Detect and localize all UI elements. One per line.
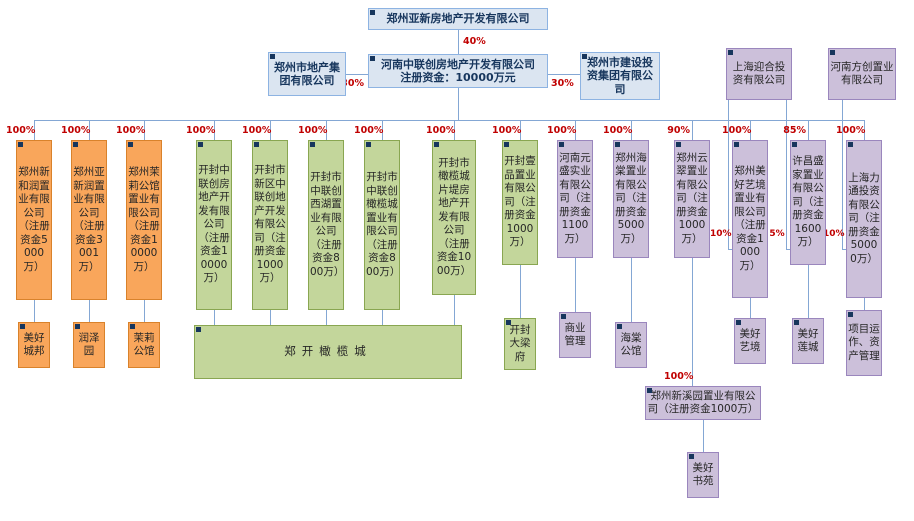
connector [326, 120, 327, 140]
connector [548, 74, 580, 75]
subsidiary-node[interactable]: 河南元盛实业有限公司（注册资金1100万） [557, 140, 593, 258]
stake-label: 100% [116, 125, 146, 136]
connector [808, 265, 809, 318]
stake-label: 10% [710, 229, 732, 239]
project-node[interactable]: 美好城邦 [18, 322, 50, 368]
company-name: 河南中联创房地产开发有限公司 [381, 57, 535, 71]
project-node[interactable]: 项目运作、资产管理 [846, 310, 882, 376]
registered-capital: 注册资金：10000万元 [400, 71, 516, 84]
connector [89, 120, 90, 140]
project-node[interactable]: 开封大梁府 [504, 318, 536, 370]
stake-label: 30% [341, 78, 364, 89]
connector [631, 258, 632, 322]
subsidiary-node[interactable]: 郑州云翠置业有限公司（注册资金1000万） [674, 140, 710, 258]
subsidiary-node[interactable]: 开封市中联创橄榄城置业有限公司（注册资金800万） [364, 140, 400, 310]
stake-label: 100% [603, 125, 633, 136]
connector [842, 100, 843, 250]
connector [703, 420, 704, 452]
stake-label: 100% [426, 125, 456, 136]
shareholder-right-node[interactable]: 郑州市建设投资集团有限公司 [580, 52, 660, 100]
connector [520, 120, 521, 140]
main-company-node[interactable]: 河南中联创房地产开发有限公司 注册资金：10000万元 [368, 54, 548, 88]
stake-label: 100% [61, 125, 91, 136]
stake-label: 100% [836, 125, 866, 136]
connector [458, 88, 459, 120]
connector [454, 120, 455, 140]
stake-label: 100% [547, 125, 577, 136]
stake-label: 100% [722, 125, 752, 136]
project-node[interactable]: 美好莲城 [792, 318, 824, 364]
subsidiary-node[interactable]: 郑州新和润置业有限公司（注册资金5000万） [16, 140, 52, 300]
connector [692, 258, 693, 386]
project-node[interactable]: 商业管理 [559, 312, 591, 358]
connector-bus [34, 120, 865, 121]
stake-label: 10% [823, 229, 845, 239]
connector [270, 310, 271, 325]
project-node[interactable]: 茉莉公馆 [128, 322, 160, 368]
stake-label: 100% [492, 125, 522, 136]
subsidiary-node[interactable]: 许昌盛家置业有限公司（注册资金1600万） [790, 140, 826, 265]
stake-label: 100% [298, 125, 328, 136]
minority-investor-node[interactable]: 上海迎合投资有限公司 [726, 48, 792, 100]
project-node[interactable]: 润泽园 [73, 322, 105, 368]
connector [144, 300, 145, 322]
connector [631, 120, 632, 140]
connector [864, 120, 865, 140]
connector [458, 30, 459, 54]
connector [575, 120, 576, 140]
project-node[interactable]: 海棠公馆 [615, 322, 647, 368]
stake-label: 90% [667, 125, 690, 136]
connector [326, 310, 327, 325]
stake-label: 100% [664, 371, 694, 382]
connector [864, 298, 865, 310]
stake-label: 100% [242, 125, 272, 136]
stake-label: 5% [769, 229, 785, 239]
shareholder-left-node[interactable]: 郑州市地产集团有限公司 [268, 52, 346, 96]
cascade-project-node[interactable]: 美好书苑 [687, 452, 719, 498]
connector [750, 120, 751, 140]
subsidiary-node[interactable]: 开封壹品置业有限公司（注册资金1000万） [502, 140, 538, 265]
subsidiary-node[interactable]: 上海力通投资有限公司（注册资金50000万） [846, 140, 882, 298]
minority-investor-node[interactable]: 河南方创置业有限公司 [828, 48, 896, 100]
connector [346, 74, 368, 75]
connector [520, 265, 521, 318]
root-company-node[interactable]: 郑州亚新房地产开发有限公司 [368, 8, 548, 30]
connector [728, 249, 733, 250]
connector [214, 310, 215, 325]
subsidiary-node[interactable]: 开封中联创房地产开发有限公司（注册资金10000万） [196, 140, 232, 310]
cascade-company-node[interactable]: 郑州新溪园置业有限公司（注册资金1000万） [645, 386, 761, 420]
stake-label: 85% [783, 125, 806, 136]
subsidiary-node[interactable]: 郑州茉莉公馆置业有限公司（注册资金10000万） [126, 140, 162, 300]
connector [382, 120, 383, 140]
stake-label: 100% [6, 125, 36, 136]
stake-label: 30% [551, 78, 574, 89]
subsidiary-node[interactable]: 开封市中联创西湖置业有限公司（注册资金800万） [308, 140, 344, 310]
connector [89, 300, 90, 322]
connector [728, 100, 729, 250]
shared-project-node[interactable]: 郑开橄榄城 [194, 325, 462, 379]
connector [842, 249, 847, 250]
subsidiary-node[interactable]: 郑州亚新润置业有限公司（注册资金3001万） [71, 140, 107, 300]
connector [808, 120, 809, 140]
connector [34, 300, 35, 322]
connector [454, 295, 455, 325]
connector [214, 120, 215, 140]
connector [575, 258, 576, 312]
connector [750, 298, 751, 318]
subsidiary-node[interactable]: 郑州海棠置业有限公司（注册资金5000万） [613, 140, 649, 258]
stake-label: 40% [463, 36, 486, 47]
project-node[interactable]: 美好艺境 [734, 318, 766, 364]
connector [270, 120, 271, 140]
connector [144, 120, 145, 140]
connector [692, 120, 693, 140]
connector [34, 120, 35, 140]
connector [786, 100, 787, 250]
connector [382, 310, 383, 325]
stake-label: 100% [354, 125, 384, 136]
subsidiary-node[interactable]: 开封市新区中联创地产开发有限公司（注册资金1000万） [252, 140, 288, 310]
stake-label: 100% [186, 125, 216, 136]
subsidiary-node[interactable]: 郑州美好艺境置业有限公司（注册资金1000万） [732, 140, 768, 298]
subsidiary-node[interactable]: 开封市橄榄城片堤房地产开发有限公司（注册资金1000万） [432, 140, 476, 295]
connector [786, 249, 791, 250]
